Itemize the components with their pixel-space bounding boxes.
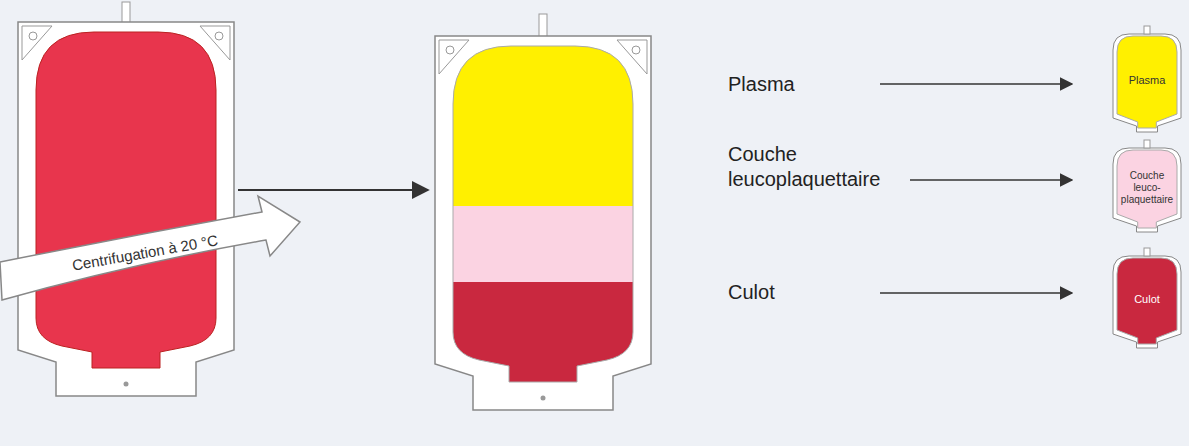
- blood-bag: [18, 2, 234, 396]
- layer-label: Culot: [728, 280, 878, 305]
- node-text: Centrifugation à 20 °C: [69, 230, 222, 274]
- arrow: [910, 179, 1072, 181]
- process-arrow: [0, 196, 300, 300]
- node-text: Plasma: [1123, 60, 1172, 97]
- red-cell-bag: Culot: [1112, 248, 1182, 348]
- node-text: Couche leuco-plaquettaire: [1112, 156, 1182, 216]
- layer-label: Couche leucoplaquettaire: [728, 142, 903, 192]
- plasma-bag: Plasma: [1112, 26, 1182, 132]
- buffy-coat-bag: Couche leuco-plaquettaire: [1112, 140, 1182, 232]
- layer-label: Plasma: [728, 72, 878, 97]
- arrow: [238, 189, 428, 191]
- node-text: Culot: [1128, 279, 1166, 316]
- separated-bag: [435, 14, 651, 410]
- arrow: [880, 83, 1072, 85]
- arrow: [880, 292, 1072, 294]
